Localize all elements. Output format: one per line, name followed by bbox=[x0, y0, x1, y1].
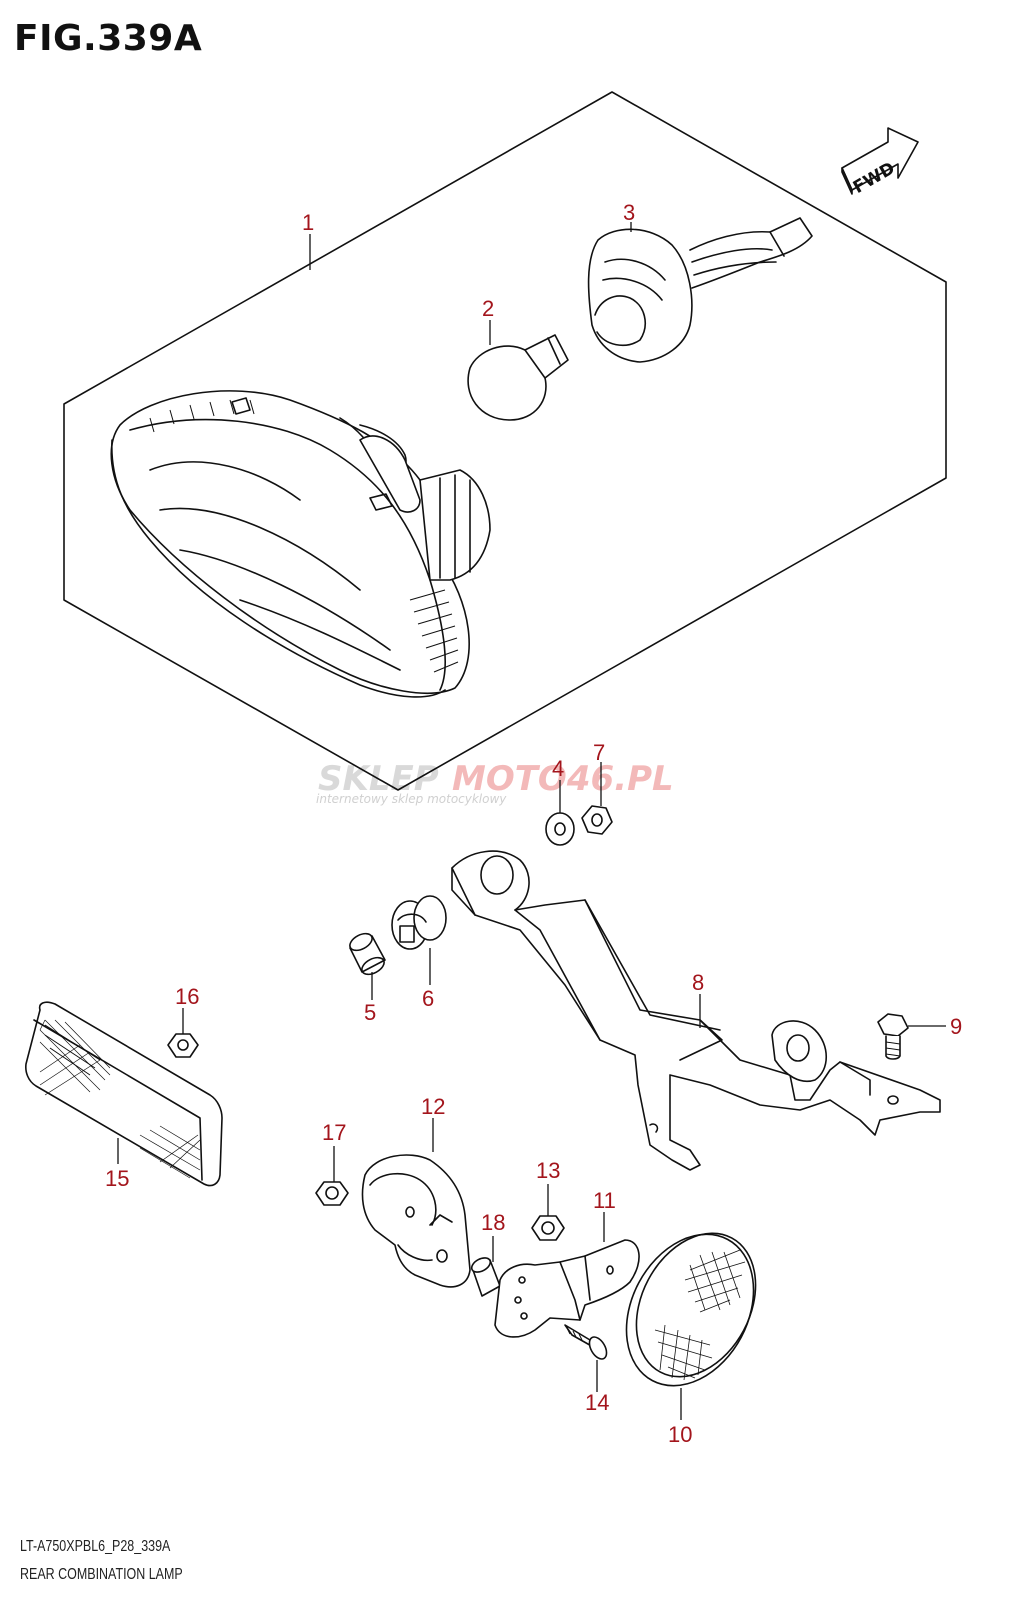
tail-lamp-housing bbox=[110, 390, 491, 698]
bracket bbox=[451, 850, 941, 1171]
clamp bbox=[361, 1154, 471, 1288]
callout-12: 12 bbox=[421, 1094, 445, 1119]
washer bbox=[545, 812, 575, 846]
assembly-box bbox=[63, 91, 947, 791]
nut-small-upper bbox=[167, 1033, 199, 1058]
leader-lines bbox=[117, 222, 946, 1420]
callout-15: 15 bbox=[105, 1166, 129, 1191]
callout-2: 2 bbox=[482, 296, 494, 321]
callout-10: 10 bbox=[668, 1422, 692, 1447]
callout-17: 17 bbox=[322, 1120, 346, 1145]
watermark-brand-right: MOTO46.PL bbox=[452, 759, 674, 799]
nut-small-lower bbox=[315, 1181, 349, 1206]
callout-13: 13 bbox=[536, 1158, 560, 1183]
callouts: 1 2 3 4 7 5 6 8 9 16 15 17 12 13 11 18 1… bbox=[105, 200, 962, 1447]
callout-5: 5 bbox=[364, 1000, 376, 1025]
socket-harness bbox=[587, 217, 813, 363]
rect-reflector bbox=[25, 1001, 223, 1187]
callout-9: 9 bbox=[950, 1014, 962, 1039]
collar-small bbox=[470, 1257, 501, 1297]
callout-7: 7 bbox=[593, 740, 605, 765]
figure-title: FIG.339A bbox=[14, 18, 203, 59]
collar bbox=[349, 932, 386, 976]
callout-8: 8 bbox=[692, 970, 704, 995]
callout-14: 14 bbox=[585, 1390, 609, 1415]
callout-6: 6 bbox=[422, 986, 434, 1011]
watermark: SKLEP MOTO46.PL internetowy sklep motocy… bbox=[316, 759, 674, 806]
bulb bbox=[467, 334, 569, 421]
round-reflector bbox=[625, 1232, 757, 1387]
fwd-arrow-icon: FWD bbox=[841, 127, 919, 198]
callout-4: 4 bbox=[552, 756, 564, 781]
callout-18: 18 bbox=[481, 1210, 505, 1235]
nut bbox=[581, 805, 613, 835]
callout-16: 16 bbox=[175, 984, 199, 1009]
nut-bracket bbox=[531, 1215, 565, 1241]
grommet bbox=[391, 895, 447, 950]
diagram-code: LT-A750XPBL6_P28_339A bbox=[20, 1538, 171, 1555]
callout-3: 3 bbox=[623, 200, 635, 225]
callout-1: 1 bbox=[302, 210, 314, 235]
diagram-name: REAR COMBINATION LAMP bbox=[20, 1566, 183, 1583]
screw bbox=[564, 1324, 608, 1360]
watermark-tagline: internetowy sklep motocyklowy bbox=[316, 792, 507, 806]
reflector-bracket bbox=[494, 1239, 640, 1338]
bolt bbox=[877, 1013, 909, 1060]
callout-11: 11 bbox=[593, 1188, 616, 1213]
